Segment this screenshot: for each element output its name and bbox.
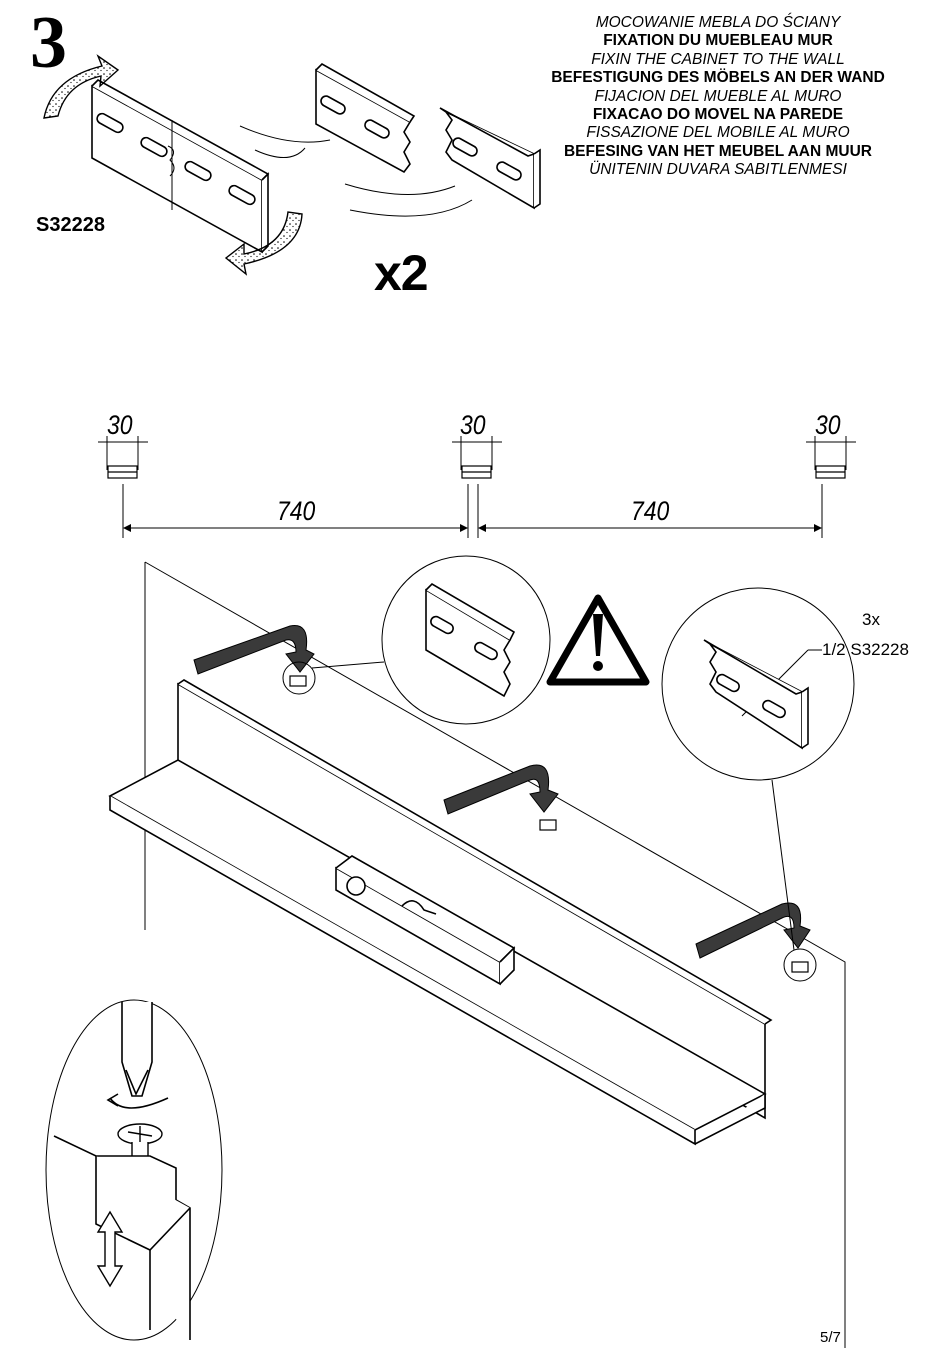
warning-icon [546,594,650,686]
dimension-spacing-left: 740 [277,496,316,526]
detail-bracket-half [425,582,516,698]
bracket-symbols [107,465,846,479]
detail-bracket-half-callout [703,639,809,750]
step-number: 3 [30,2,67,84]
title-pl: MOCOWANIE MEBLA DO ŚCIANY [595,14,841,31]
shelf-brackets [289,675,809,973]
shelf [108,679,773,1146]
part-code: S32228 [36,214,105,236]
spirit-level [335,855,516,986]
up-down-arrow-icon [96,1210,124,1288]
title-es: FIJACION DEL MUEBLE AL MURO [594,87,842,105]
title-nl: BEFESING VAN HET MEUBEL AAN MUUR [563,142,872,160]
dimension-bracket-width-left: 30 [107,410,133,440]
page-number: 5/7 [820,1329,841,1346]
dimension-lines [98,436,856,538]
title-tr: ÜNITENIN DUVARA SABITLENMESI [589,161,847,179]
motion-lines [239,125,473,217]
multilingual-title-block: MOCOWANIE MEBLA DO ŚCIANY FIXATION DU MU… [508,14,928,180]
title-fr: FIXATION DU MUEBLEAU MUR [603,32,833,50]
dimension-bracket-width-right: 30 [815,410,841,440]
rotate-arrow-icon [43,54,120,119]
callout-part: 1/2 S32228 [822,640,909,659]
callout-quantity: 3x [862,610,880,629]
title-en: FIXIN THE CABINET TO THE WALL [591,50,845,68]
dimension-spacing-right: 740 [631,496,670,526]
title-it: FISSAZIONE DEL MOBILE AL MURO [586,124,850,142]
title-pt: FIXACAO DO MOVEL NA PAREDE [592,106,844,124]
title-de: BEFESTIGUNG DES MÖBELS AN DER WAND [551,69,885,87]
wall-bracket-half-left [315,63,416,174]
rotate-arrow-icon [224,211,303,276]
wall-bracket-half-right [439,107,541,210]
wall-bracket-full [91,79,270,254]
quantity-multiplier: x2 [374,245,429,301]
dimension-bracket-width-middle: 30 [460,410,486,440]
wall-outline [144,561,846,1348]
mount-arrows [193,625,811,959]
screwdriver-icon [106,1002,169,1109]
